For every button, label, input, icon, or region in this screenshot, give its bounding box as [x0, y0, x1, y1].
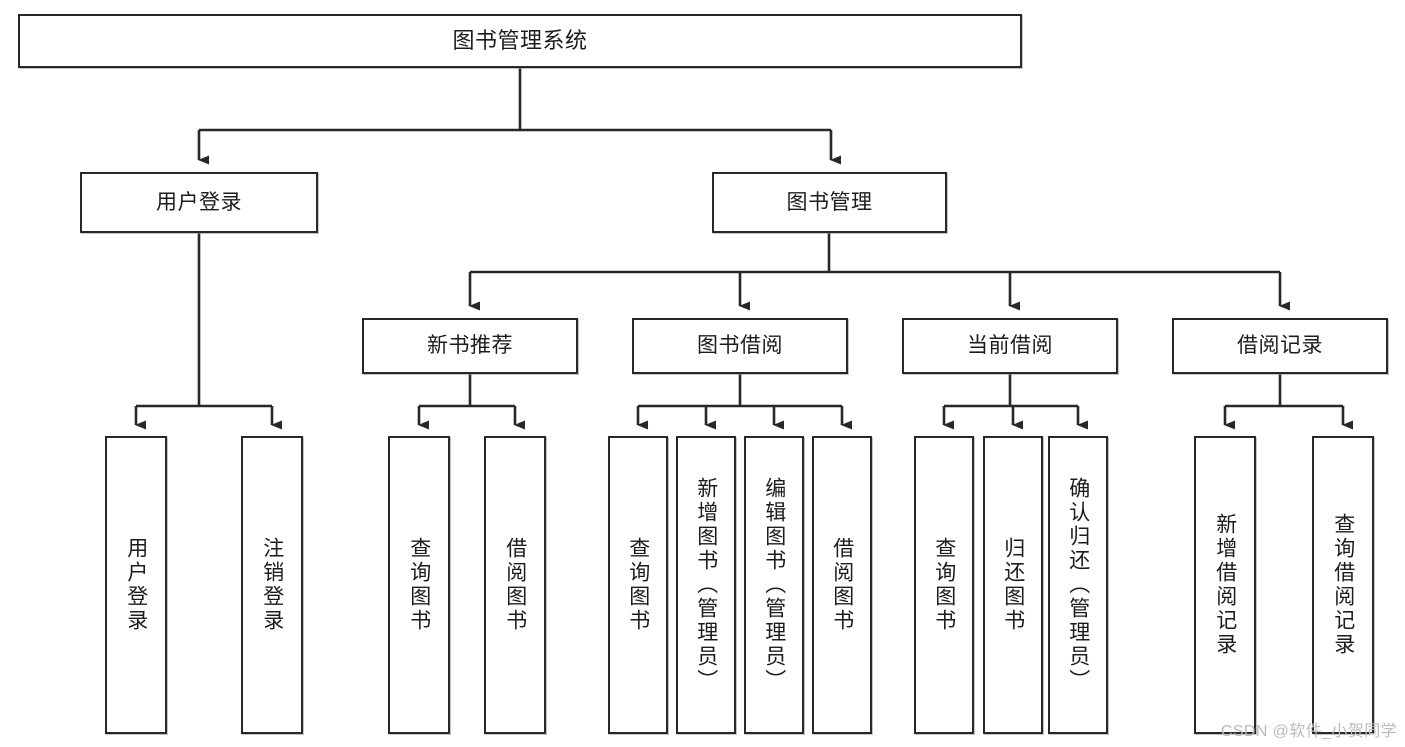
- leaf-query-book-recommend[interactable]: 查询图书: [388, 436, 450, 734]
- node-label: 借阅图书: [830, 537, 854, 633]
- node-label: 归还图书: [1001, 537, 1025, 633]
- node-borrow-record[interactable]: 借阅记录: [1172, 318, 1388, 374]
- node-label: 借阅图书: [503, 537, 527, 633]
- leaf-borrow-book-recommend[interactable]: 借阅图书: [484, 436, 546, 734]
- node-label: 图书管理: [786, 190, 873, 214]
- leaf-logout-login[interactable]: 注销登录: [241, 436, 303, 734]
- leaf-query-borrow-record[interactable]: 查询借阅记录: [1312, 436, 1374, 734]
- node-label: 新书推荐: [427, 334, 513, 358]
- node-new-book-recommend[interactable]: 新书推荐: [362, 318, 578, 374]
- node-label: 用户登录: [156, 190, 242, 214]
- node-label: 查询图书: [626, 537, 650, 633]
- node-label: 当前借阅: [967, 334, 1053, 358]
- leaf-borrow-book[interactable]: 借阅图书: [812, 436, 872, 734]
- node-label: 确认归还（管理员）: [1066, 477, 1090, 693]
- node-book-borrow[interactable]: 图书借阅: [632, 318, 848, 374]
- node-label: 借阅记录: [1237, 334, 1323, 358]
- leaf-add-borrow-record[interactable]: 新增借阅记录: [1194, 436, 1256, 734]
- node-label: 编辑图书（管理员）: [762, 477, 786, 693]
- node-root[interactable]: 图书管理系统: [18, 14, 1022, 68]
- node-label: 查询图书: [407, 537, 431, 633]
- node-label: 新增借阅记录: [1213, 513, 1237, 657]
- node-label: 查询借阅记录: [1331, 513, 1355, 657]
- node-label: 图书借阅: [697, 334, 783, 358]
- leaf-query-book-current[interactable]: 查询图书: [914, 436, 974, 734]
- node-current-borrow[interactable]: 当前借阅: [902, 318, 1118, 374]
- node-label: 注销登录: [260, 537, 284, 633]
- node-book-management[interactable]: 图书管理: [712, 172, 947, 233]
- node-label: 用户登录: [124, 537, 148, 633]
- node-label: 图书管理系统: [452, 27, 588, 53]
- node-label: 新增图书（管理员）: [694, 477, 718, 693]
- leaf-query-book-borrow[interactable]: 查询图书: [608, 436, 668, 734]
- leaf-return-book[interactable]: 归还图书: [983, 436, 1043, 734]
- leaf-user-login[interactable]: 用户登录: [105, 436, 167, 734]
- leaf-confirm-return-admin[interactable]: 确认归还（管理员）: [1048, 436, 1108, 734]
- node-label: 查询图书: [932, 537, 956, 633]
- leaf-add-book-admin[interactable]: 新增图书（管理员）: [676, 436, 736, 734]
- node-user-login[interactable]: 用户登录: [80, 172, 318, 233]
- leaf-edit-book-admin[interactable]: 编辑图书（管理员）: [744, 436, 804, 734]
